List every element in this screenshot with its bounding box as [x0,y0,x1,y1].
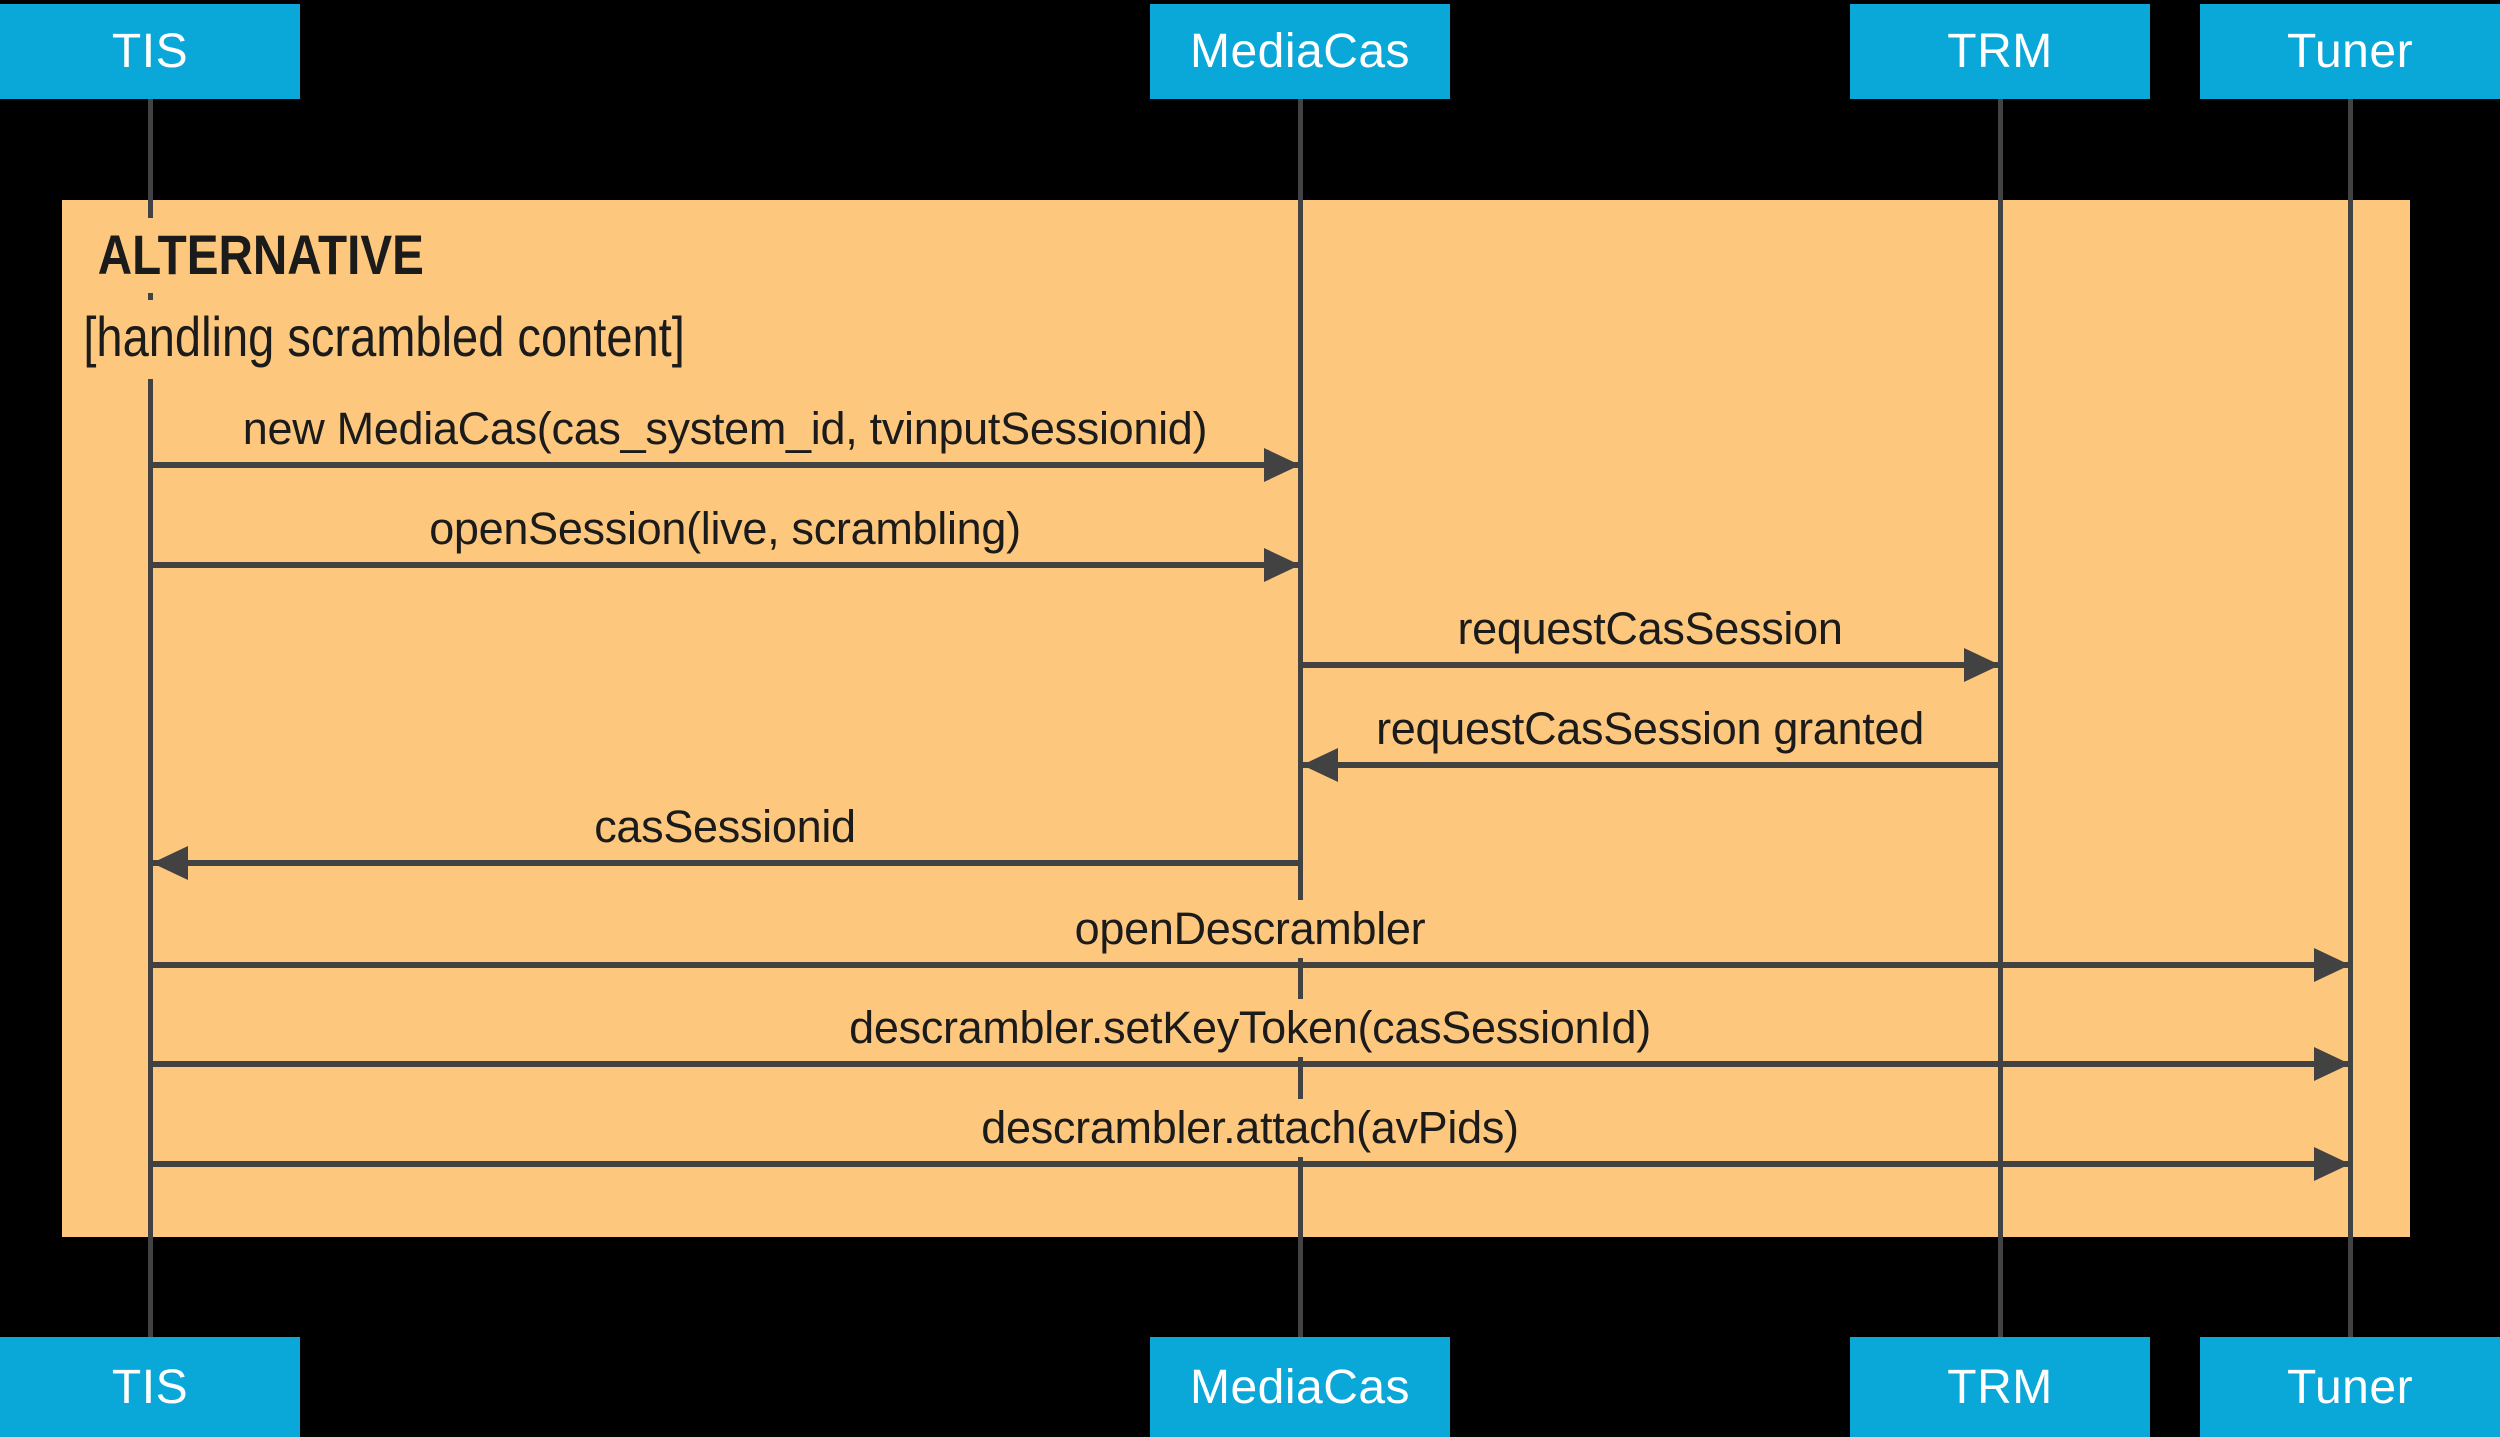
arrowhead-7 [2314,1147,2350,1181]
actor-bottom-mediacas: MediaCas [1150,1337,1450,1437]
arrowhead-2 [1964,648,2000,682]
message-line-4 [150,860,1300,866]
message-line-5 [150,962,2350,968]
actor-top-tuner: Tuner [2200,4,2500,99]
lifeline-tuner [2348,99,2353,1337]
actor-bottom-trm: TRM [1850,1337,2150,1437]
actor-label-trm: TRM [1947,25,2053,78]
arrowhead-6 [2314,1047,2350,1081]
message-line-6 [150,1061,2350,1067]
alt-frame-title: ALTERNATIVE [96,218,429,293]
lifeline-tis [148,99,153,1337]
lifeline-mediacas [1298,99,1303,1337]
actor-label-tuner: Tuner [2286,1360,2414,1414]
arrowhead-0 [1264,448,1300,482]
arrowhead-3 [1302,748,1338,782]
actor-label-trm: TRM [1947,1360,2053,1414]
actor-label-tis: TIS [111,25,189,78]
actor-label-mediacas: MediaCas [1189,25,1411,78]
actor-top-trm: TRM [1850,4,2150,99]
message-line-0 [150,462,1300,468]
arrowhead-4 [152,846,188,880]
actor-label-tuner: Tuner [2286,25,2414,78]
actor-top-tis: TIS [0,4,300,99]
actor-top-mediacas: MediaCas [1150,4,1450,99]
actor-bottom-tis: TIS [0,1337,300,1437]
alt-frame-condition: [handling scrambled content] [80,300,690,379]
message-line-7 [150,1161,2350,1167]
message-line-2 [1300,662,2000,668]
message-line-1 [150,562,1300,568]
actor-label-mediacas: MediaCas [1189,1360,1411,1414]
actor-bottom-tuner: Tuner [2200,1337,2500,1437]
arrowhead-1 [1264,548,1300,582]
message-line-3 [1300,762,2000,768]
lifeline-trm [1998,99,2003,1337]
actor-label-tis: TIS [111,1360,189,1414]
arrowhead-5 [2314,948,2350,982]
